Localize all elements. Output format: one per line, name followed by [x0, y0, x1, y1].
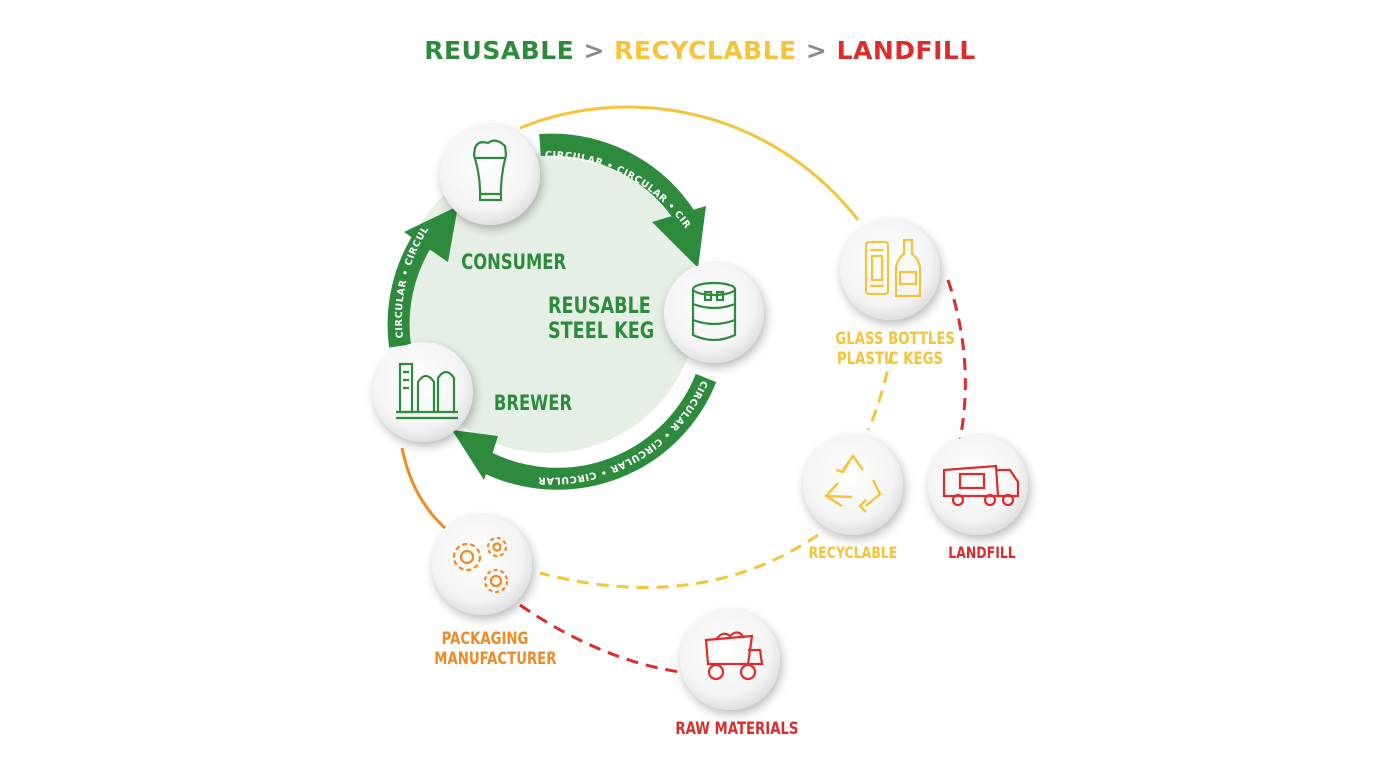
title-separator-1: > — [583, 36, 605, 65]
glass-label-line1: GLASS BOTTLES — [835, 329, 955, 349]
title-reusable: REUSABLE — [424, 36, 575, 65]
brewer-node — [373, 342, 473, 442]
title-landfill: LANDFILL — [836, 36, 976, 65]
packaging-node — [432, 515, 532, 615]
glass-bottles-node — [840, 220, 940, 320]
title-separator-2: > — [805, 36, 828, 65]
beer-glass-icon — [472, 139, 508, 202]
landfill-node — [928, 435, 1028, 535]
steel-keg-icon — [691, 281, 737, 342]
title-recyclable: RECYCLABLE — [614, 36, 797, 65]
gears-icon — [452, 536, 509, 594]
recyclable-label: RECYCLABLE — [808, 543, 898, 562]
keg-label: REUSABLE STEEL KEG — [548, 294, 655, 344]
garbage-truck-icon — [942, 464, 1020, 507]
brewery-icon — [396, 362, 458, 420]
yellow-arc — [519, 105, 860, 221]
yellow-dashed-path-recyclable-packaging — [539, 533, 819, 589]
landfill-label: LANDFILL — [948, 543, 1016, 562]
brewer-label: BREWER — [493, 391, 573, 415]
red-dashed-path-packaging-raw — [519, 603, 681, 674]
consumer-node — [440, 125, 540, 225]
mining-truck-icon — [704, 631, 764, 681]
raw-materials-node — [680, 610, 780, 710]
packaging-label: PACKAGING MANUFACTURER — [434, 629, 557, 669]
recycle-icon — [824, 453, 882, 513]
packaging-label-line1: PACKAGING — [441, 629, 529, 649]
red-dashed-path-glass-landfill — [946, 279, 967, 441]
bottles-kegs-icon — [864, 238, 922, 298]
keg-label-line1: REUSABLE — [548, 294, 651, 319]
orange-arc — [400, 447, 447, 530]
keg-node — [664, 263, 764, 363]
inner-circle — [398, 153, 698, 453]
glass-bottles-label: GLASS BOTTLES PLASTIC KEGS — [835, 329, 955, 369]
glass-label-line2: PLASTIC KEGS — [836, 349, 944, 369]
packaging-label-line2: MANUFACTURER — [434, 649, 557, 669]
page-title: REUSABLE > RECYCLABLE > LANDFILL — [0, 36, 1400, 65]
recyclable-node — [803, 435, 903, 535]
consumer-label: CONSUMER — [461, 250, 567, 274]
raw-materials-label: RAW MATERIALS — [675, 719, 799, 739]
keg-label-line2: STEEL KEG — [548, 319, 655, 344]
yellow-dashed-path-glass-recyclable — [866, 351, 894, 431]
